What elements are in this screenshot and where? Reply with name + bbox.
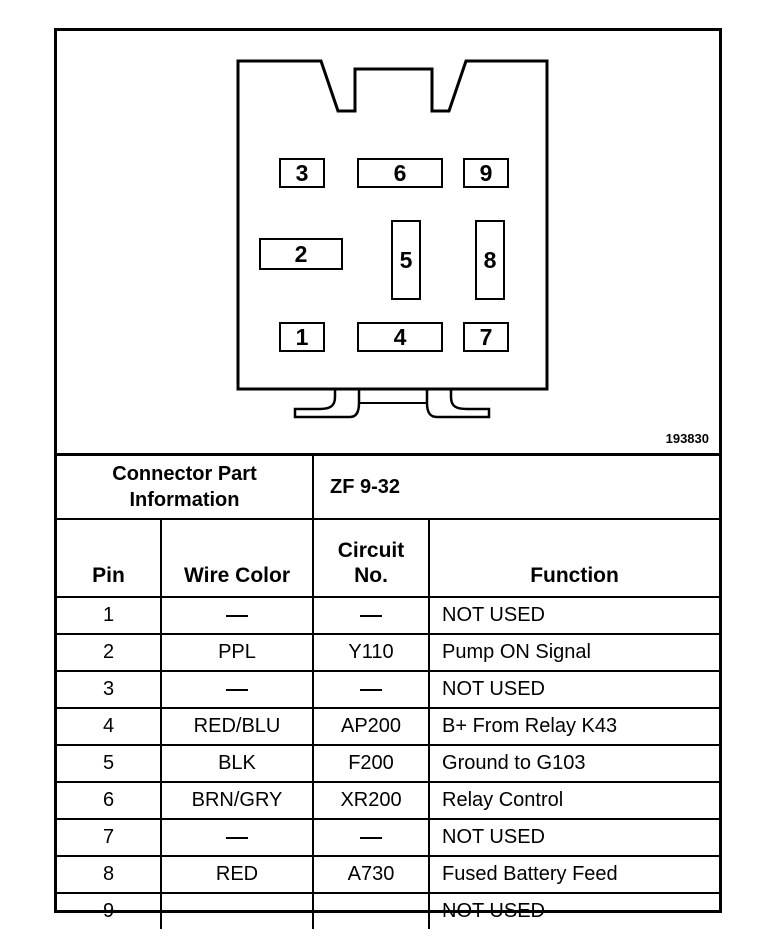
col-header-circuit: Circuit No. bbox=[312, 518, 431, 598]
wire-color-cell bbox=[159, 597, 315, 635]
pin-9-cavity: 9 bbox=[463, 158, 509, 188]
wire-color-cell: RED bbox=[159, 855, 315, 894]
table-header-row: Pin Wire Color Circuit No. Function bbox=[57, 518, 720, 598]
wire-color-cell: BRN/GRY bbox=[159, 781, 315, 820]
circuit-cell bbox=[312, 670, 431, 709]
function-cell: Fused Battery Feed bbox=[428, 855, 720, 894]
empty-dash bbox=[360, 910, 383, 913]
table-row: 7 NOT USED bbox=[57, 818, 720, 857]
function-cell: Relay Control bbox=[428, 781, 720, 820]
circuit-cell: F200 bbox=[312, 744, 431, 783]
connector-info-value: ZF 9-32 bbox=[312, 456, 720, 520]
circuit-cell bbox=[312, 818, 431, 857]
function-cell: B+ From Relay K43 bbox=[428, 707, 720, 746]
wire-color-cell bbox=[159, 818, 315, 857]
pin-cell: 5 bbox=[57, 744, 162, 783]
function-cell: Pump ON Signal bbox=[428, 633, 720, 672]
pin-1-cavity: 1 bbox=[279, 322, 325, 352]
connector-info-row: Connector Part Information ZF 9-32 bbox=[57, 456, 720, 520]
wire-color-cell bbox=[159, 892, 315, 929]
figure-id: 193830 bbox=[665, 431, 709, 446]
connector-outline bbox=[236, 59, 549, 419]
pin-cell: 6 bbox=[57, 781, 162, 820]
pin-cell: 9 bbox=[57, 892, 162, 929]
connector-info-label: Connector Part Information bbox=[57, 456, 315, 520]
function-cell: NOT USED bbox=[428, 597, 720, 635]
function-cell: NOT USED bbox=[428, 818, 720, 857]
wire-color-cell: BLK bbox=[159, 744, 315, 783]
circuit-cell: A730 bbox=[312, 855, 431, 894]
function-cell: Ground to G103 bbox=[428, 744, 720, 783]
circuit-cell: Y110 bbox=[312, 633, 431, 672]
empty-dash bbox=[360, 688, 383, 691]
pin-cell: 2 bbox=[57, 633, 162, 672]
wire-color-cell bbox=[159, 670, 315, 709]
pin-2-cavity: 2 bbox=[259, 238, 343, 270]
table-row: 1 NOT USED bbox=[57, 597, 720, 635]
col-header-pin: Pin bbox=[57, 518, 162, 598]
pin-8-cavity: 8 bbox=[475, 220, 505, 300]
pin-6-cavity: 6 bbox=[357, 158, 443, 188]
col-header-function: Function bbox=[428, 518, 720, 598]
pin-cell: 3 bbox=[57, 670, 162, 709]
empty-dash bbox=[226, 836, 248, 839]
function-cell: NOT USED bbox=[428, 892, 720, 929]
function-cell: NOT USED bbox=[428, 670, 720, 709]
wire-color-cell: PPL bbox=[159, 633, 315, 672]
pin-7-cavity: 7 bbox=[463, 322, 509, 352]
empty-dash bbox=[226, 688, 248, 691]
pin-cell: 7 bbox=[57, 818, 162, 857]
pin-5-cavity: 5 bbox=[391, 220, 421, 300]
circuit-cell bbox=[312, 597, 431, 635]
wire-color-cell: RED/BLU bbox=[159, 707, 315, 746]
empty-dash bbox=[360, 614, 383, 617]
circuit-cell: XR200 bbox=[312, 781, 431, 820]
circuit-cell: AP200 bbox=[312, 707, 431, 746]
empty-dash bbox=[226, 614, 248, 617]
col-header-wire-color: Wire Color bbox=[159, 518, 315, 598]
table-row: 9 NOT USED bbox=[57, 892, 720, 929]
connector-diagram: 3 6 9 2 5 8 1 4 7 193830 bbox=[57, 31, 719, 456]
pin-cell: 4 bbox=[57, 707, 162, 746]
pin-cell: 1 bbox=[57, 597, 162, 635]
pin-cell: 8 bbox=[57, 855, 162, 894]
pinout-table: Connector Part Information ZF 9-32 Pin W… bbox=[57, 456, 720, 929]
table-row: 3 NOT USED bbox=[57, 670, 720, 709]
empty-dash bbox=[360, 836, 383, 839]
circuit-cell bbox=[312, 892, 431, 929]
pin-4-cavity: 4 bbox=[357, 322, 443, 352]
empty-dash bbox=[226, 910, 248, 913]
connector-sheet: 3 6 9 2 5 8 1 4 7 193830 Connector Part … bbox=[54, 28, 722, 929]
pin-3-cavity: 3 bbox=[279, 158, 325, 188]
